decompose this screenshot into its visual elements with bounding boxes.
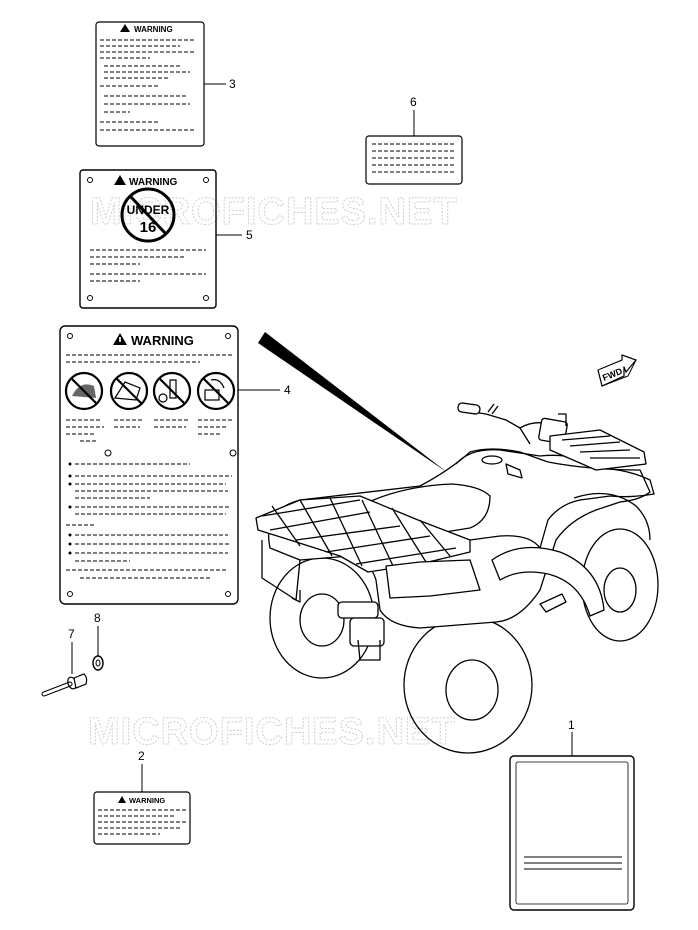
callout-5: 5: [246, 228, 253, 242]
warning-triangle-icon: [120, 24, 130, 32]
label-4-warning-text: WARNING: [131, 333, 194, 348]
callout-3: 3: [229, 77, 236, 91]
warning-triangle-icon: [113, 333, 127, 345]
label-2-warning-text: WARNING: [129, 796, 165, 805]
callout-8: 8: [94, 611, 101, 625]
label-4-main-warning-sticker[interactable]: WARNING: [59, 325, 239, 605]
label-1-sticker[interactable]: [509, 755, 635, 911]
label-3-text-lines: [100, 39, 196, 131]
callout-4: 4: [284, 383, 291, 397]
warning-triangle-icon: [114, 175, 126, 185]
no-paved-road-icon: [109, 371, 149, 411]
part-7-rivet[interactable]: [41, 673, 88, 697]
no-under-16-icon: UNDER 16: [120, 187, 176, 243]
label-6-text-lines: [372, 143, 456, 173]
leader-wedge: [258, 332, 448, 473]
no-passenger-icon: [64, 371, 104, 411]
fwd-arrow-icon: FWD: [597, 354, 638, 387]
callout-7: 7: [68, 627, 75, 641]
label-5-warning-text: WARNING: [129, 177, 178, 188]
under-text: UNDER: [127, 203, 170, 217]
age-text: 16: [140, 219, 157, 236]
label-2-warning-sticker[interactable]: WARNING: [93, 791, 191, 845]
callout-2: 2: [138, 749, 145, 763]
atv-vehicle-illustration: [255, 402, 659, 754]
label-5-under-16-sticker[interactable]: WARNING UNDER 16: [79, 169, 217, 309]
callout-1: 1: [568, 718, 575, 732]
no-helmet-missing-icon: [196, 371, 236, 411]
label-4-text-lines: [66, 419, 237, 579]
label-2-text-lines: [98, 809, 186, 835]
label-6-sticker[interactable]: [365, 135, 463, 185]
label-3-warning-sticker[interactable]: WARNING: [95, 21, 205, 147]
warning-triangle-icon: [118, 796, 126, 803]
no-drugs-alcohol-icon: [152, 371, 192, 411]
label-5-text-lines: [90, 249, 206, 282]
watermark-top: MICROFICHES.NET: [90, 191, 458, 233]
label-3-warning-text: WARNING: [134, 25, 173, 34]
callout-6: 6: [410, 95, 417, 109]
part-8-washer[interactable]: [92, 655, 104, 671]
watermark-bottom: MICROFICHES.NET: [88, 711, 456, 753]
